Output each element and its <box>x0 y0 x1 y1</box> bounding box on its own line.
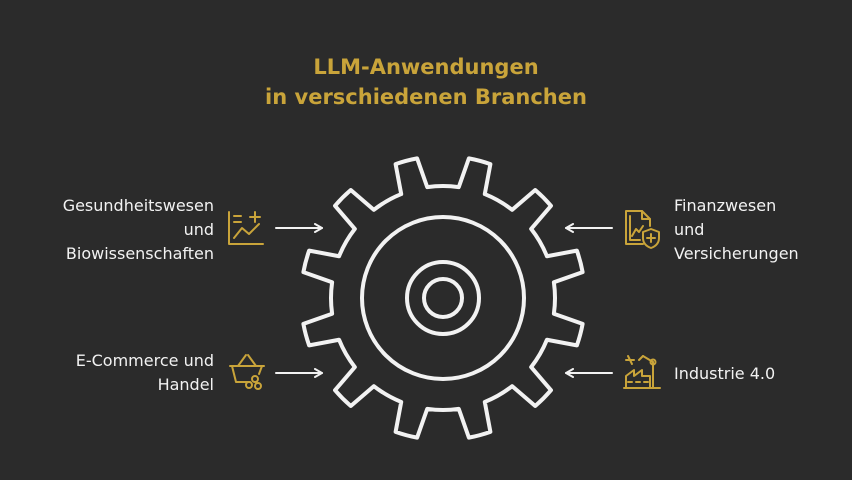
label-ecommerce: E-Commerce und Handel <box>75 351 214 394</box>
title-line-2: in verschiedenen Branchen <box>265 85 587 109</box>
gear-outline <box>301 156 585 440</box>
health-chart-icon <box>228 211 264 245</box>
factory-robot-icon <box>623 355 661 389</box>
label-industry: Industrie 4.0 <box>674 364 776 383</box>
gear-hub-ring <box>405 260 481 336</box>
shopping-basket-icon <box>229 354 265 390</box>
gear-hub-center <box>422 277 464 319</box>
label-healthcare: Gesundheitswesen und Biowissenschaften <box>62 196 214 263</box>
label-finance: Finanzwesen und Versicherungen <box>674 196 799 263</box>
finance-shield-icon <box>625 210 660 249</box>
title-line-1: LLM-Anwendungen <box>313 55 539 79</box>
diagram-title: LLM-Anwendungen in verschiedenen Branche… <box>0 52 852 112</box>
gear-inner-ring <box>360 215 526 381</box>
